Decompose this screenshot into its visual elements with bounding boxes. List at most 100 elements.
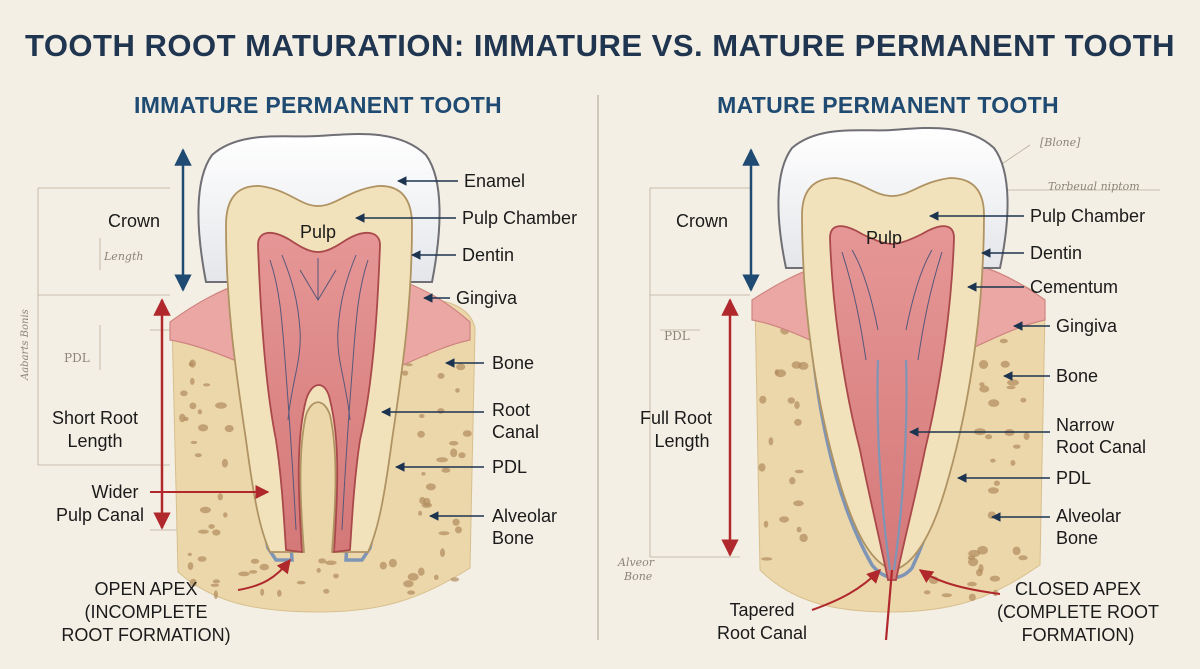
bone-pore xyxy=(456,363,466,371)
svg-text:Enamel: Enamel xyxy=(464,171,525,191)
bone-pore xyxy=(794,469,804,474)
bone-pore xyxy=(197,409,203,415)
bone-pore xyxy=(379,561,387,570)
bone-pores-left xyxy=(179,352,472,600)
bone-pore xyxy=(215,402,227,409)
bone-pore xyxy=(188,361,194,367)
closed-apex-line-3: FORMATION) xyxy=(1022,625,1135,645)
bone-pore xyxy=(224,425,234,433)
svg-text:Alveolar: Alveolar xyxy=(492,506,557,526)
bone-pore xyxy=(1012,546,1021,556)
bone-pore xyxy=(213,590,218,600)
bone-pore xyxy=(324,560,337,566)
bone-pore xyxy=(941,593,952,598)
bone-pore xyxy=(212,579,220,584)
svg-text:Narrow: Narrow xyxy=(1056,415,1115,435)
label-narrow-canal: Narrow Root Canal xyxy=(909,415,1146,457)
bone-pore xyxy=(437,372,445,379)
bone-pore xyxy=(768,437,774,446)
sketch-note-blone: [Blone] xyxy=(1040,136,1081,149)
bone-pore xyxy=(217,493,223,501)
label-alveolar-bone-left: Alveolar Bone xyxy=(429,506,557,548)
label-gingiva-right: Gingiva xyxy=(1013,316,1118,336)
bone-pore xyxy=(438,531,450,536)
bone-pore xyxy=(761,557,773,561)
bone-pore xyxy=(450,577,460,582)
bone-pore xyxy=(421,472,426,476)
label-pdl-right: PDL xyxy=(957,468,1091,488)
open-apex-line-2: (INCOMPLETE xyxy=(84,602,207,622)
bone-pore xyxy=(199,506,211,514)
svg-text:PDL: PDL xyxy=(1056,468,1091,488)
bone-pore xyxy=(187,562,194,571)
wider-canal-label-1: Wider xyxy=(91,482,138,502)
label-bone-left: Bone xyxy=(445,353,534,373)
bone-pore xyxy=(789,477,796,485)
bone-pore xyxy=(1000,360,1010,368)
bone-pore xyxy=(418,567,425,576)
bone-pore xyxy=(796,526,802,533)
label-gingiva-left: Gingiva xyxy=(423,288,518,308)
bone-pore xyxy=(968,593,976,601)
svg-text:Cementum: Cementum xyxy=(1030,277,1118,297)
bone-pore xyxy=(210,583,220,587)
bone-pore xyxy=(436,457,448,463)
bone-pore xyxy=(208,524,215,529)
bone-pore xyxy=(441,467,451,473)
bone-pore xyxy=(437,408,445,414)
bone-pore xyxy=(403,580,414,588)
bone-pore xyxy=(794,401,800,410)
closed-apex-line-1: CLOSED APEX xyxy=(1015,579,1141,599)
bone-pore xyxy=(198,424,209,432)
bone-pore xyxy=(979,360,989,369)
bone-pore xyxy=(419,496,426,505)
svg-text:Pulp Chamber: Pulp Chamber xyxy=(1030,206,1145,226)
bone-pore xyxy=(1007,379,1019,386)
tapered-label-1: Tapered xyxy=(729,600,794,620)
bone-pore xyxy=(967,581,977,587)
bone-pore xyxy=(407,573,419,581)
bone-pore xyxy=(318,558,326,564)
label-enamel: Enamel xyxy=(397,171,525,191)
bone-pore xyxy=(248,570,258,574)
label-dentin-right: Dentin xyxy=(981,243,1082,263)
bone-pore xyxy=(779,516,790,523)
bone-pore xyxy=(794,418,802,426)
bone-pore xyxy=(968,557,979,567)
tapered-label-2: Root Canal xyxy=(717,623,807,643)
bone-pore xyxy=(296,580,306,585)
closed-apex-line-2: (COMPLETE ROOT xyxy=(997,602,1159,622)
short-root-label-1: Short Root xyxy=(52,408,138,428)
svg-text:Bone: Bone xyxy=(1056,366,1098,386)
bone-pore xyxy=(418,510,423,516)
label-bone-right: Bone xyxy=(1003,366,1098,386)
panel-immature: IMMATURE PERMANENT TOOTH Length PDL Aaba… xyxy=(20,92,577,645)
bone-pore xyxy=(419,413,425,419)
bone-pore xyxy=(425,483,436,491)
label-cementum: Cementum xyxy=(967,277,1118,297)
tapered-canal-arrow xyxy=(811,569,881,611)
canal-core-right xyxy=(876,359,908,571)
bone-pore xyxy=(221,458,228,468)
svg-text:Dentin: Dentin xyxy=(1030,243,1082,263)
bone-pore xyxy=(190,377,195,385)
bone-pore xyxy=(450,448,458,458)
bone-pore xyxy=(189,578,197,587)
bone-pore xyxy=(989,575,1001,582)
label-pdl-left: PDL xyxy=(395,457,527,477)
pulp-right xyxy=(829,225,955,581)
bone-pore xyxy=(462,430,472,437)
bone-pore xyxy=(434,574,439,580)
bone-pore xyxy=(799,533,808,543)
label-alveolar-bone-right: Alveolar Bone xyxy=(991,506,1121,548)
bone-pore xyxy=(988,399,1000,407)
bone-pore xyxy=(1023,432,1030,440)
bone-pore xyxy=(987,487,999,494)
short-root-label-2: Length xyxy=(67,431,122,451)
bone-pore xyxy=(758,463,766,472)
bone-pore xyxy=(979,382,985,387)
nerves-left xyxy=(269,254,369,531)
bone-pore xyxy=(793,500,804,507)
svg-text:Bone: Bone xyxy=(492,353,534,373)
